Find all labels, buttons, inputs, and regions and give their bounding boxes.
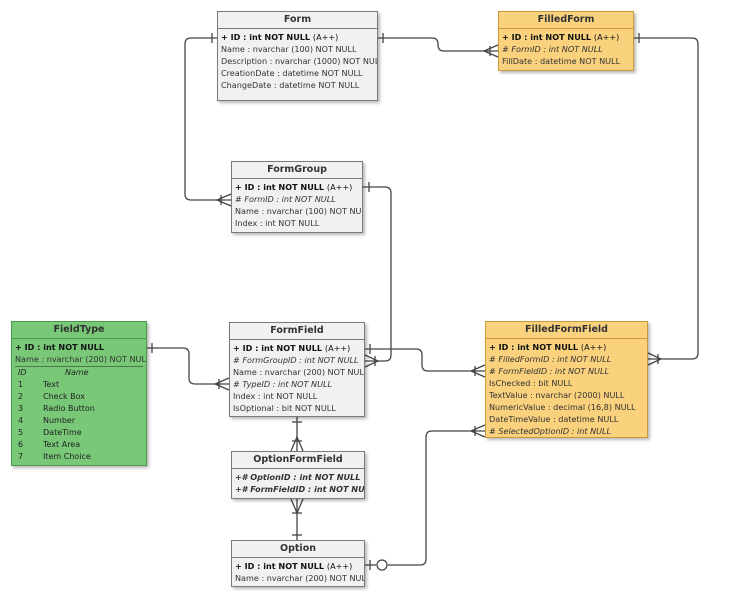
pkfk-column: +# OptionID : int NOT NULL [235, 472, 361, 482]
rel-form-formgroup [184, 37, 231, 201]
pk-column: + ID : int NOT NULL (A++) [502, 32, 620, 42]
fk-column: # FormID : int NOT NULL [502, 44, 603, 54]
column: Description : nvarchar (1000) NOT NULL [221, 56, 377, 66]
pk-column: + ID : int NOT NULL [15, 342, 105, 352]
divider [15, 366, 143, 367]
rel-form-filledform [378, 37, 498, 52]
table-title: FilledFormField [486, 322, 647, 339]
column: Index : int NOT NULL [235, 218, 320, 228]
pk-column: + ID : int NOT NULL (A++) [235, 561, 353, 571]
pkfk-column: +# FormFieldID : int NOT NULL [235, 484, 364, 494]
fk-column: # FormGroupID : int NOT NULL [233, 355, 359, 365]
fk-column: # TypeID : int NOT NULL [233, 379, 333, 389]
pk-column: + ID : int NOT NULL (A++) [489, 342, 607, 352]
table-title: Form [218, 12, 377, 29]
pk-column: + ID : int NOT NULL (A++) [235, 182, 353, 192]
column: Name : nvarchar (200) NOT NULL [233, 367, 364, 377]
table-title: FieldType [12, 322, 146, 339]
column: NumericValue : decimal (16,8) NULL [489, 402, 636, 412]
table-title: Option [232, 541, 364, 558]
fk-column: # FilledFormID : int NOT NULL [489, 354, 612, 364]
rel-formfield-filledformfield [365, 348, 485, 372]
table-formfield[interactable]: FormField + ID : int NOT NULL (A++) # Fo… [229, 322, 365, 417]
column: ChangeDate : datetime NOT NULL [221, 80, 360, 90]
table-fieldtype[interactable]: FieldType + ID : int NOT NULL Name : nva… [11, 321, 147, 466]
column: Name : nvarchar (100) NOT NULL [235, 206, 362, 216]
column: DateTimeValue : datetime NULL [489, 414, 619, 424]
pk-column: + ID : int NOT NULL (A++) [233, 343, 351, 353]
table-title: OptionFormField [232, 452, 364, 469]
fk-column: # FormID : int NOT NULL [235, 194, 336, 204]
column: Name : nvarchar (200) NOT NULL [235, 573, 364, 583]
column: Index : int NOT NULL [233, 391, 318, 401]
column: Name : nvarchar (100) NOT NULL [221, 44, 357, 54]
column: TextValue : nvarchar (2000) NULL [489, 390, 625, 400]
optional-circle [376, 559, 388, 571]
table-formgroup[interactable]: FormGroup + ID : int NOT NULL (A++) # Fo… [231, 161, 363, 233]
column: FillDate : datetime NOT NULL [502, 56, 621, 66]
table-title: FormField [230, 323, 364, 340]
table-optionformfield[interactable]: OptionFormField +# OptionID : int NOT NU… [231, 451, 365, 499]
column: Name : nvarchar (200) NOT NULL [15, 354, 146, 364]
table-filledform[interactable]: FilledForm + ID : int NOT NULL (A++) # F… [498, 11, 634, 71]
pk-column: + ID : int NOT NULL (A++) [221, 32, 339, 42]
table-filledformfield[interactable]: FilledFormField + ID : int NOT NULL (A++… [485, 321, 648, 438]
rel-formgroup-formfield [363, 186, 392, 362]
table-title: FormGroup [232, 162, 362, 179]
rel-filledform-filledformfield [634, 37, 699, 360]
table-form[interactable]: Form + ID : int NOT NULL (A++) Name : nv… [217, 11, 378, 101]
table-option[interactable]: Option + ID : int NOT NULL (A++) Name : … [231, 540, 365, 587]
column: CreationDate : datetime NOT NULL [221, 68, 363, 78]
rel-fieldtype-formfield [147, 347, 229, 385]
fk-column: # SelectedOptionID : int NULL [489, 426, 612, 436]
column: IsChecked : bit NULL [489, 378, 573, 388]
table-title: FilledForm [499, 12, 633, 29]
fk-column: # FormFieldID : int NOT NULL [489, 366, 609, 376]
column: IsOptional : bit NOT NULL [233, 403, 336, 413]
